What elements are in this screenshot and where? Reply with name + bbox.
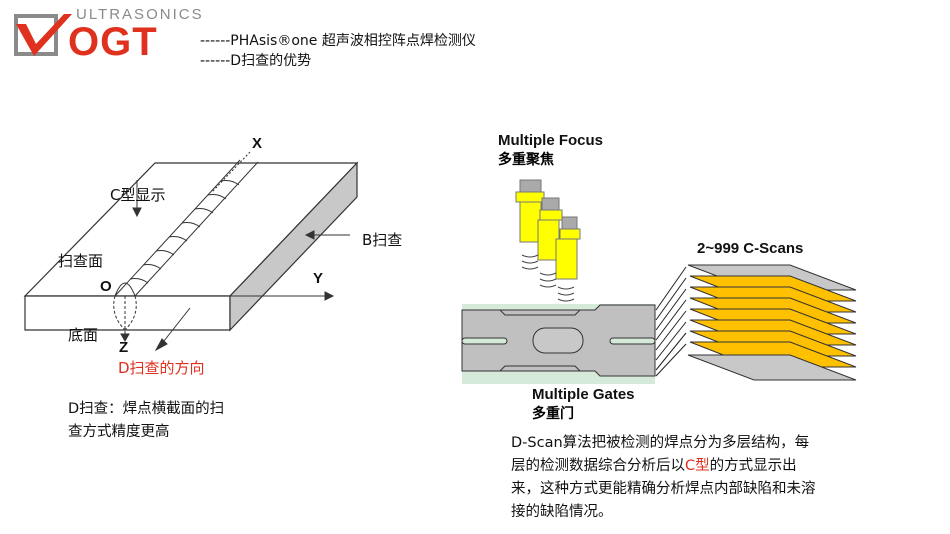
sound-waves [521, 254, 575, 302]
origin-label: O [100, 278, 112, 295]
right-description: D-Scan算法把被检测的焊点分为多层结构，每层的检测数据综合分析后以C型的方式… [511, 432, 821, 524]
bottom-face-label: 底面 [68, 326, 99, 344]
arrows [655, 266, 687, 377]
probes [515, 179, 581, 280]
multiple-focus-label: Multiple Focus [498, 132, 603, 149]
left-description-line2: 查方式精度更高 [68, 424, 170, 440]
multiple-gates-cn-label: 多重门 [532, 406, 574, 422]
logo-text: OGT [68, 20, 158, 64]
multiple-gates-label: Multiple Gates [532, 386, 635, 403]
left-description: D扫查：焊点横截面的扫 查方式精度更高 [68, 398, 278, 444]
right-description-highlight: C型 [685, 458, 710, 474]
d-scan-direction-label: D扫查的方向 [118, 359, 205, 377]
c-scans-label: 2~999 C-Scans [697, 240, 804, 257]
right-description-part2: 的方式显示出来，这种方式更能精确分析焊点内部缺陷和未溶接的缺陷情况。 [511, 458, 816, 520]
left-description-line1: D扫查：焊点横截面的扫 [68, 401, 225, 417]
vogt-logo-mark [14, 14, 72, 56]
x-axis-label: X [252, 135, 263, 152]
slide-subtitle: ------D扫查的优势 [200, 53, 312, 69]
weld-bead [113, 159, 259, 331]
z-axis-label: Z [119, 339, 129, 356]
scan-face-label: 扫查面 [58, 252, 104, 270]
d-scan-diagram [461, 179, 857, 384]
slide-title: ------PHAsis®one 超声波相控阵点焊检测仪 [200, 33, 476, 49]
y-axis-label: Y [313, 270, 324, 287]
logo-subtitle: ULTRASONICS [76, 6, 204, 23]
multiple-focus-cn-label: 多重聚焦 [498, 152, 554, 168]
right-description-part1: D-Scan算法把被检测的焊点分为多层结构，每层的检测数据综合分析后以 [511, 435, 810, 474]
weld-slab-diagram [23, 151, 359, 352]
c-display-label: C型显示 [110, 186, 166, 204]
b-scan-label: B扫查 [362, 231, 403, 249]
c-scan-layers [687, 264, 857, 381]
